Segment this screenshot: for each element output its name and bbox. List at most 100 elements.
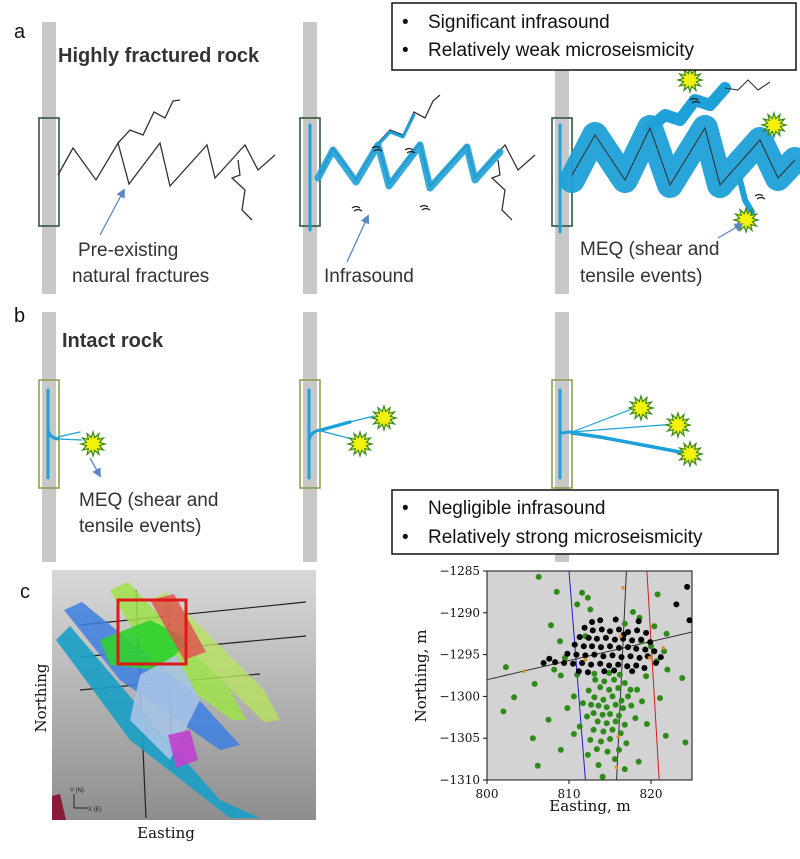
- scatter-point: [599, 773, 606, 780]
- x-axis-label: Easting, m: [549, 797, 630, 815]
- scatter-point: [633, 662, 640, 669]
- scatter-point: [606, 686, 613, 693]
- stage-box-b2: [299, 379, 321, 489]
- scatter-point: [546, 655, 553, 662]
- scatter-point: [641, 665, 648, 671]
- scatter-point: [616, 626, 622, 633]
- scatter-point: [636, 654, 643, 661]
- scatter-point: [570, 660, 577, 667]
- scatter-point: [534, 762, 541, 769]
- meq-event: [626, 393, 656, 423]
- scatter-point: [511, 694, 518, 701]
- scatter-point: [609, 652, 616, 659]
- meq-event: [759, 110, 789, 140]
- scatter-point: [597, 684, 604, 691]
- scatter-point: [557, 672, 564, 679]
- scatter-point: [564, 650, 571, 657]
- model-3d-view: Y (N) X (E): [52, 570, 316, 820]
- scatter-point: [600, 653, 607, 660]
- scatter-point: [643, 673, 650, 680]
- scatter-point: [591, 694, 598, 701]
- natural-fractures-a2: [319, 94, 536, 221]
- scatter-point: [647, 639, 654, 646]
- scatter-point: [593, 635, 600, 642]
- scatter-point: [607, 628, 613, 635]
- hydraulic-fracture-b2: [307, 388, 375, 480]
- meq-event: [663, 410, 693, 440]
- callout-b-line-1: Negligible infrasound: [428, 498, 605, 519]
- scatter-point: [557, 746, 564, 753]
- scatter-point: [607, 711, 613, 717]
- scatter-point: [657, 654, 664, 661]
- scatter-point: [502, 664, 509, 671]
- scatter-point: [617, 730, 624, 737]
- scatter-point: [597, 617, 604, 624]
- scatter-point: [618, 697, 625, 704]
- scatter-point: [557, 638, 563, 645]
- y-ticks: −1285−1290−1295−1300−1305−1310: [439, 564, 487, 787]
- scatter-point: [535, 573, 542, 580]
- scatter-point: [564, 705, 571, 712]
- scatter-point: [661, 646, 666, 650]
- panel-a-label: a: [14, 21, 26, 43]
- scatter-point: [500, 708, 507, 715]
- model-triad-y-label: Y (N): [70, 788, 84, 794]
- scatter-point: [628, 702, 635, 709]
- scatter-point: [623, 740, 630, 747]
- scatter-point: [585, 634, 592, 641]
- model-axes-triad: [73, 794, 88, 809]
- scatter-point: [629, 668, 636, 675]
- scatter-point: [647, 656, 652, 660]
- natural-fractures-a3: [571, 79, 796, 187]
- y-tick-label: −1310: [439, 773, 480, 787]
- scatter-point: [598, 738, 604, 745]
- scatter-point: [630, 609, 636, 615]
- y-tick-label: −1290: [439, 606, 480, 620]
- model-fractures: [52, 582, 280, 820]
- scatter-point: [595, 762, 602, 768]
- scatter-point: [575, 668, 582, 675]
- y-tick-label: −1305: [439, 731, 480, 745]
- x-tick-label: 810: [558, 787, 581, 801]
- scatter-point: [548, 622, 554, 629]
- scatter-point: [576, 723, 583, 730]
- scatter-point: [673, 601, 680, 608]
- plot-area: [486, 570, 693, 781]
- y-axis-label: Northing, m: [412, 630, 430, 723]
- scatter-point: [590, 710, 597, 717]
- scatter-point: [686, 617, 693, 624]
- scatter-point: [589, 643, 595, 650]
- scatter-point: [522, 669, 526, 674]
- scatter-point: [598, 626, 605, 633]
- y-tick-label: −1295: [439, 648, 480, 662]
- wellbore-a1: [42, 22, 56, 294]
- scatter-point: [587, 606, 594, 613]
- scatter-point: [540, 660, 547, 666]
- plot-points: [500, 573, 693, 780]
- panel-c-label: c: [20, 581, 30, 603]
- arrow-natural-fractures: [99, 188, 125, 236]
- infrasound-fluid-a2: [308, 113, 504, 232]
- panel-b-heading: Intact rock: [62, 330, 164, 352]
- ann-pre-existing-1: Pre-existing: [78, 240, 178, 261]
- plot-line-2: [646, 570, 660, 781]
- panel-c: c: [20, 564, 693, 842]
- y-tick-label: −1285: [439, 564, 480, 578]
- scatter-point: [589, 627, 596, 634]
- scatter-point: [571, 641, 578, 648]
- scatter-point: [600, 696, 607, 703]
- scatter-point: [618, 654, 625, 661]
- scatter-point: [588, 661, 595, 668]
- scatter-point: [651, 623, 658, 630]
- panel-b-label: b: [14, 305, 25, 327]
- scatter-point: [614, 765, 619, 770]
- scatter-point: [592, 676, 599, 683]
- scatter-point: [579, 589, 586, 596]
- scatter-point: [591, 651, 598, 658]
- scatter-point: [662, 732, 669, 739]
- scatter-point: [635, 618, 642, 625]
- callout-b-bullet-2: •: [402, 527, 409, 548]
- scatter-point: [603, 704, 610, 711]
- scatter-point: [627, 686, 634, 693]
